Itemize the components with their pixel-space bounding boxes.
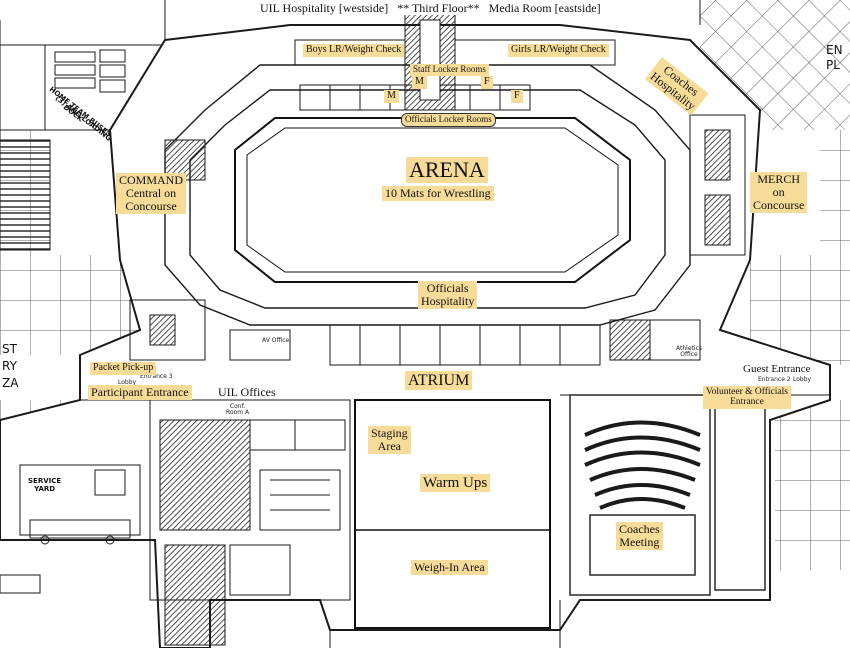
plaza-grid-left <box>0 255 140 355</box>
lobby2-text: Lobby <box>793 376 812 383</box>
merch-label: MERCH on Concourse <box>750 172 808 213</box>
m-label-2: M <box>412 76 427 89</box>
officials-hospitality-label: Officials Hospitality <box>418 281 478 309</box>
boys-locker-room-label: Boys LR/Weight Check <box>303 44 405 57</box>
arena-subtitle: 10 Mats for Wrestling <box>382 186 494 201</box>
locker-block <box>294 9 616 111</box>
command-central-label: COMMAND Central on Concourse <box>116 173 187 214</box>
m-label-1: M <box>384 90 399 103</box>
entrance3-text: Entrance 3 <box>140 373 173 380</box>
athletics-office-text: Athletics Office <box>676 345 702 359</box>
warm-ups-label: Warm Ups <box>420 474 491 493</box>
atrium-rooms <box>229 319 701 366</box>
staff-locker-rooms-label: Staff Locker Rooms <box>410 64 489 76</box>
edge-za-text: ZA <box>2 376 19 390</box>
floor-header: UIL Hospitality [westside] ** Third Floo… <box>258 1 603 15</box>
plaza-grid-right-mid <box>820 130 850 255</box>
edge-en-text: EN <box>826 43 843 57</box>
edge-pl-text: PL <box>826 58 840 72</box>
staging-area-label: Staging Area <box>368 426 411 454</box>
officials-locker-rooms-label: Officials Locker Rooms <box>401 113 496 127</box>
girls-locker-room-label: Girls LR/Weight Check <box>508 44 609 57</box>
service-yard-text: SERVICE YARD <box>28 477 62 493</box>
lobby-text: Lobby <box>118 379 137 386</box>
atrium-label: ATRIUM <box>405 371 473 391</box>
edge-st-text: ST <box>2 342 17 356</box>
conf-room-text: Conf. Room A <box>226 403 250 417</box>
coaches-meeting-label: Coaches Meeting <box>616 522 663 550</box>
guest-entrance-label: Guest Entrance <box>743 363 811 375</box>
participant-entrance-label: Participant Entrance <box>88 385 192 400</box>
arena-title: ARENA <box>406 157 488 183</box>
f-label-1: F <box>481 76 493 89</box>
packet-pickup-label: Packet Pick-up <box>90 362 157 375</box>
av-office-text: AV Office <box>262 337 290 344</box>
volunteer-entrance-label: Volunteer & Officials Entrance <box>703 386 791 409</box>
edge-ry-text: RY <box>2 359 17 373</box>
plaza-grid-right-lower <box>775 400 850 570</box>
cores <box>129 114 746 361</box>
arena-floor-inner <box>246 127 619 273</box>
uil-offices-label: UIL Offices <box>218 385 276 399</box>
office-block <box>149 399 351 646</box>
f-label-2: F <box>511 90 523 103</box>
weigh-in-label: Weigh-In Area <box>411 560 488 575</box>
entrance2-text: Entrance 2 <box>758 376 791 383</box>
service-yard <box>0 464 141 594</box>
